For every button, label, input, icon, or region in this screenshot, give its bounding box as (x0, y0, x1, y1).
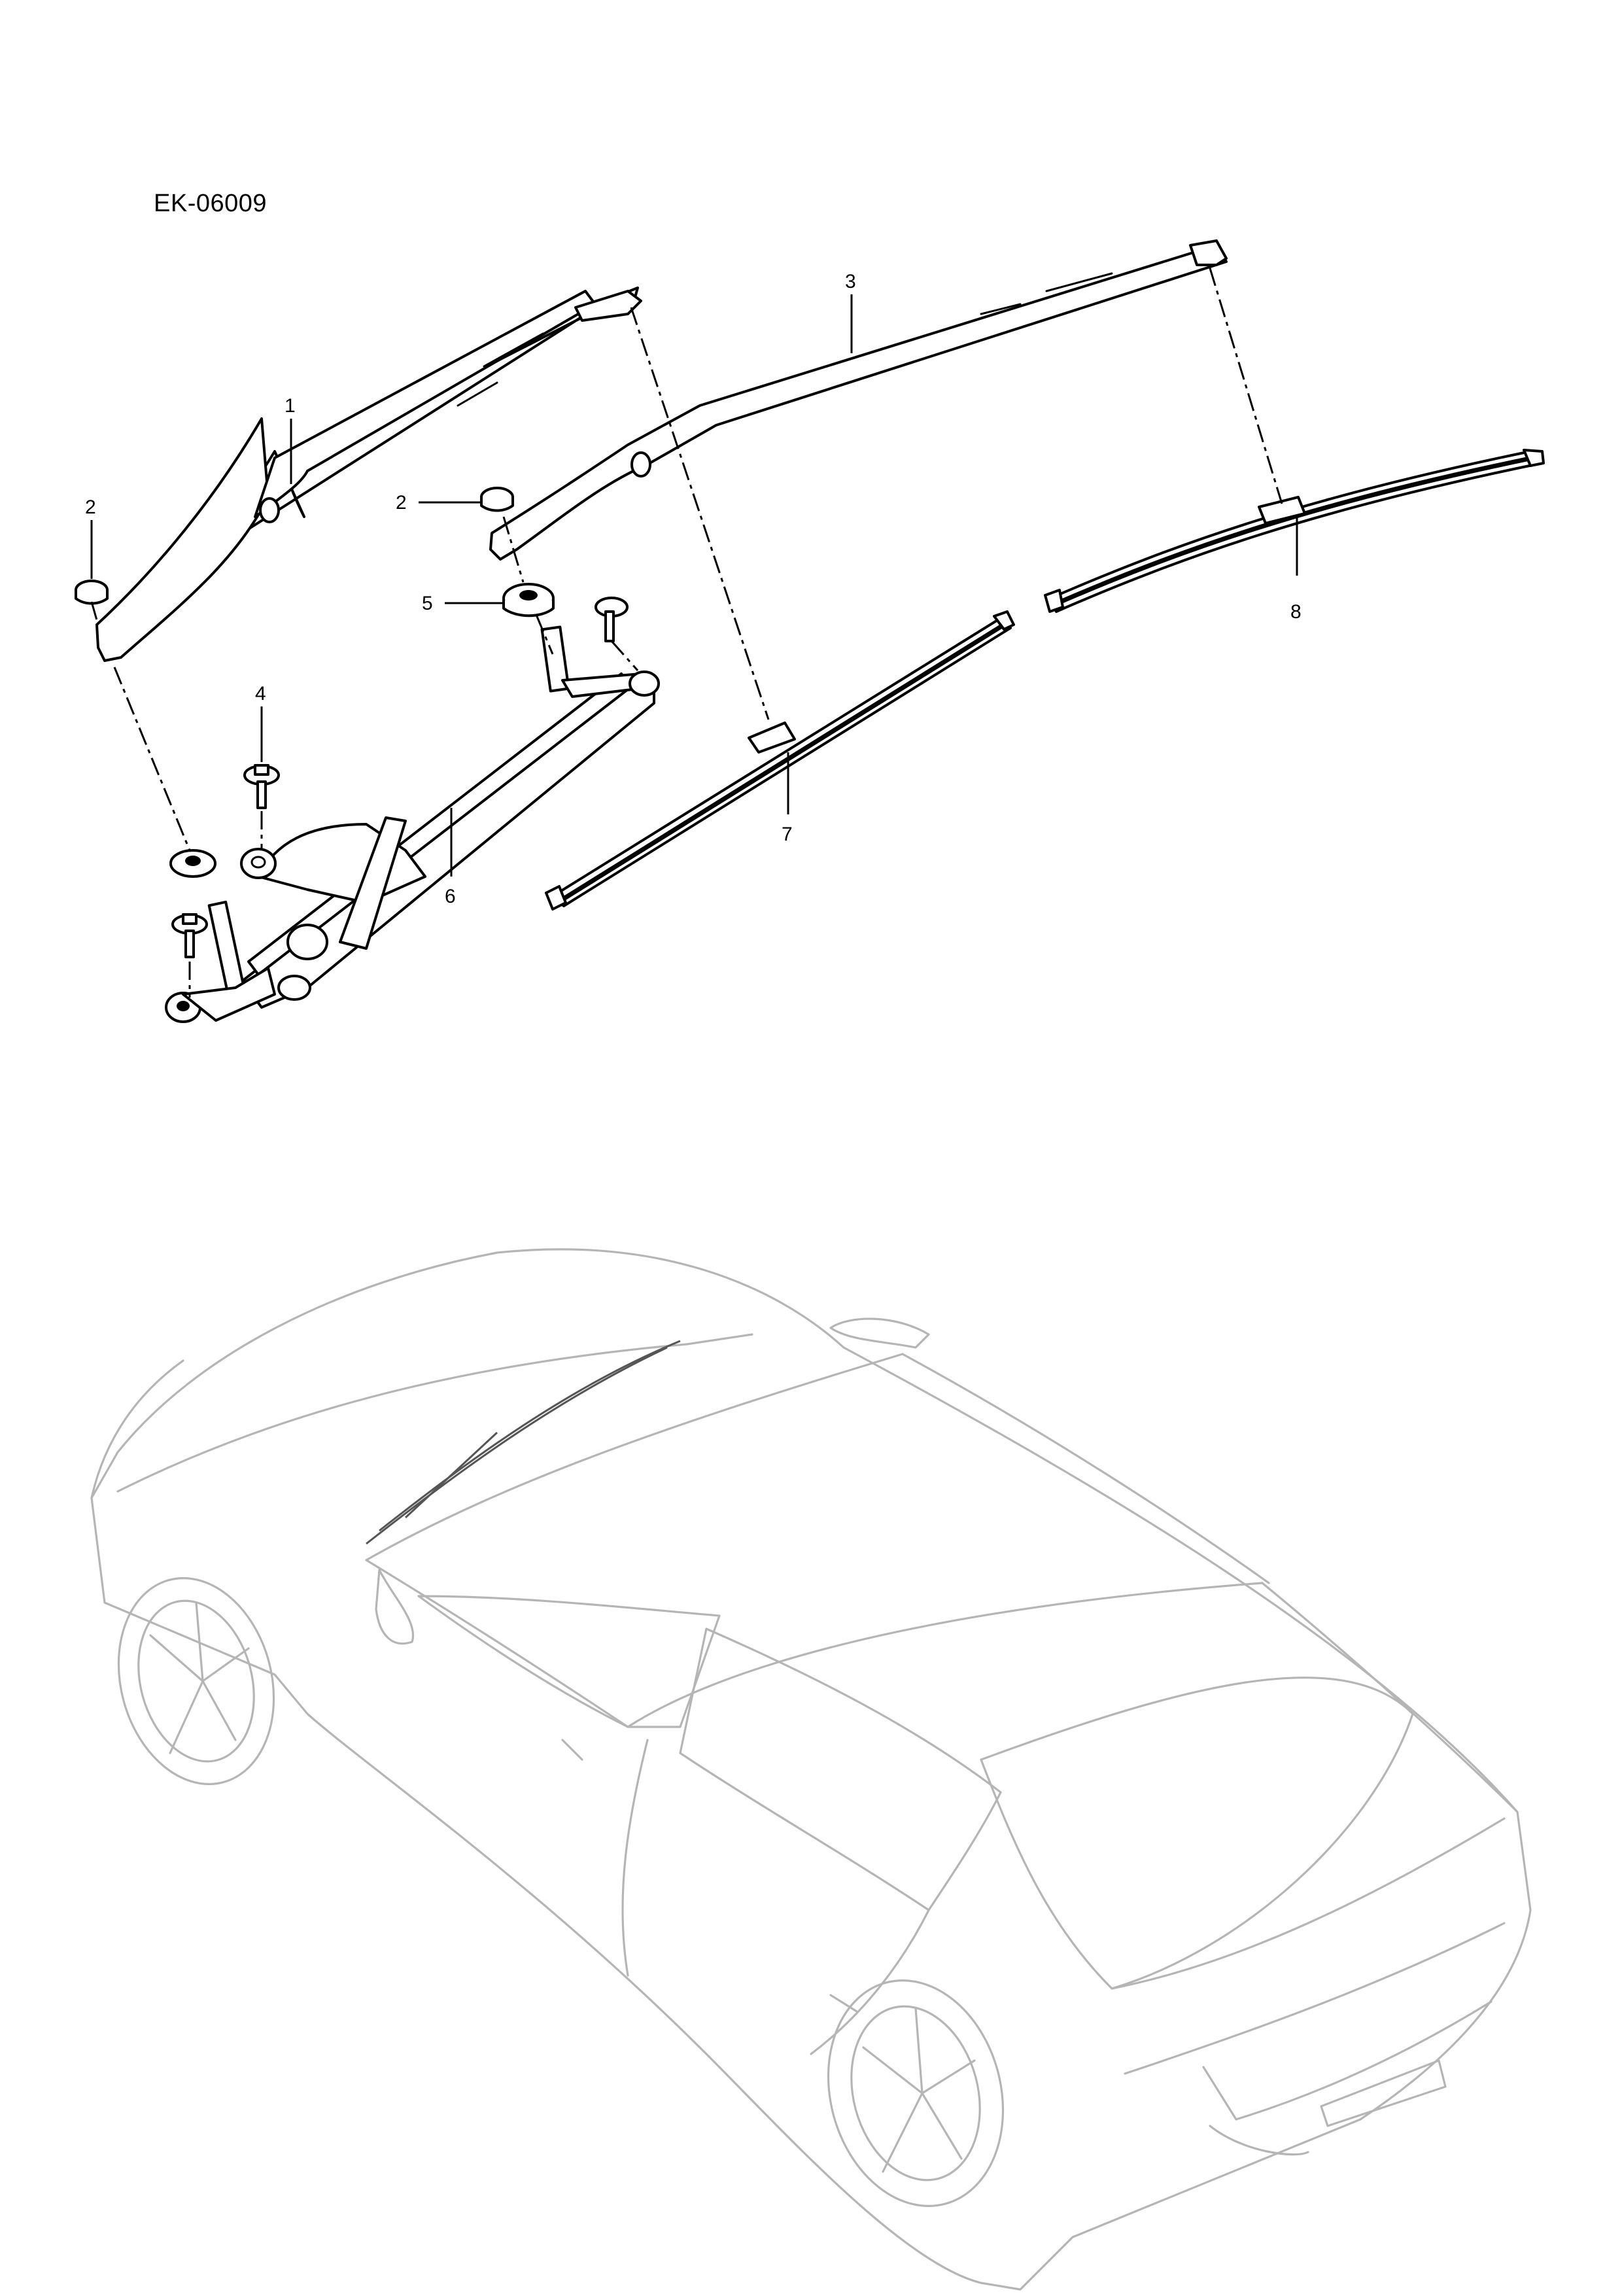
wiper-arm-right (489, 239, 1228, 561)
wiper-blade-long (1044, 449, 1545, 613)
grommet (502, 583, 555, 617)
document-code: EK-06009 (154, 190, 267, 217)
svg-text:8: 8 (1290, 601, 1302, 623)
svg-text:4: 4 (255, 683, 266, 704)
wiper-linkage (165, 625, 660, 1023)
svg-text:7: 7 (782, 824, 793, 845)
callout-2-right: 2 (396, 492, 481, 513)
callout-6: 6 (445, 808, 456, 907)
vehicle-outline (90, 1248, 1532, 2291)
bolt-lower (171, 913, 208, 958)
callout-8: 8 (1290, 517, 1302, 623)
bolt-right (595, 597, 629, 642)
callout-5: 5 (422, 593, 504, 614)
callout-2-left: 2 (85, 496, 96, 579)
alignment-lines (90, 268, 1283, 998)
svg-text:5: 5 (422, 593, 433, 614)
cap-right (480, 487, 514, 512)
callout-7: 7 (782, 752, 793, 845)
svg-text:6: 6 (445, 886, 456, 907)
svg-text:2: 2 (85, 496, 96, 518)
svg-text:3: 3 (845, 271, 856, 292)
cap-left (75, 580, 109, 605)
bolt-upper (243, 764, 280, 809)
svg-text:2: 2 (396, 492, 407, 513)
svg-text:1: 1 (285, 395, 296, 417)
wiper-blade-short (545, 610, 1015, 911)
callout-3: 3 (845, 271, 856, 353)
callout-1: 1 (285, 395, 296, 484)
callout-4: 4 (255, 683, 266, 762)
wiper-arm-left (95, 287, 642, 662)
